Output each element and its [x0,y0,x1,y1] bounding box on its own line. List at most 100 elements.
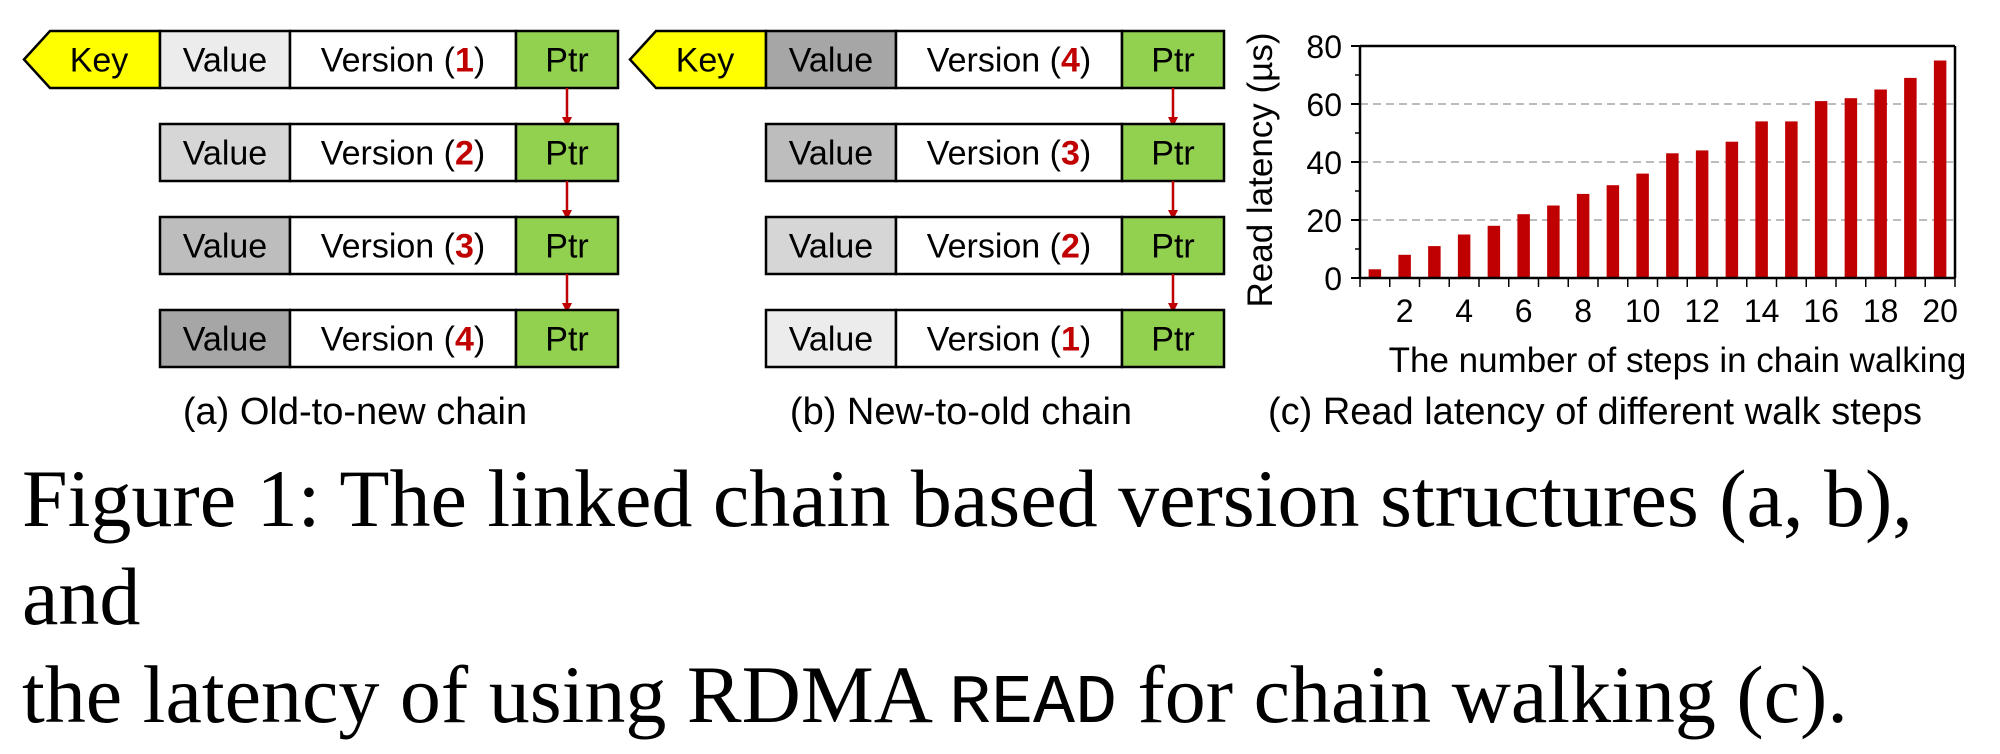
panel-b-version-label-1: Version (4) [927,42,1091,80]
figure-caption-line1: Figure 1: The linked chain based version… [22,453,1913,642]
chart-bar-15 [1785,121,1798,279]
chart-xtick-label-14: 14 [1744,293,1780,329]
chart-bar-7 [1547,205,1560,278]
chart-bar-6 [1517,214,1530,278]
figure-caption-line2-pre: the latency of using RDMA [22,649,949,740]
panel-b-value-label-4: Value [789,321,873,359]
panel-a-ptr-cell-4 [514,308,620,369]
chart-bar-12 [1695,150,1709,278]
panel-a-value-label-4: Value [183,321,267,359]
panel-b-version-suffix-4: ) [1080,321,1091,359]
chart-ytick-label-40: 40 [1306,145,1342,181]
panel-a-ptr-label-4: Ptr [545,321,588,359]
panel-a-key-label: Key [70,42,129,80]
chart-xtick-label-10: 10 [1625,293,1661,329]
panel-b-version-prefix-4: Version ( [927,321,1062,359]
panel-b-version-number-1: 4 [1061,42,1080,80]
figure-caption: Figure 1: The linked chain based version… [22,450,1982,754]
panel-a-version-suffix-2: ) [474,135,485,173]
chart-bar-2 [1398,254,1411,278]
panel-a-value-label-3: Value [183,228,267,266]
panel-b-version-cell-4 [894,308,1124,369]
panel-b-version-suffix-1: ) [1080,42,1091,80]
panel-a-version-number-3: 3 [455,228,474,266]
panel-a-ptr-label-1: Ptr [545,42,588,80]
panel-a-ptr-label-3: Ptr [545,228,588,266]
panel-b-version-cell-2 [894,122,1124,183]
panel-a-version-suffix-4: ) [474,321,485,359]
panel-b-value-label-1: Value [789,42,873,80]
chart-ytick-label-60: 60 [1306,87,1342,123]
panel-b-version-suffix-2: ) [1080,135,1091,173]
panel-a-version-label-3: Version (3) [321,228,485,266]
panel-b-ptr-label-4: Ptr [1151,321,1194,359]
panel-b-version-label-2: Version (3) [927,135,1091,173]
chart-bar-4 [1457,234,1471,278]
panel-b-version-number-2: 3 [1061,135,1080,173]
panel-b-version-prefix-2: Version ( [927,135,1062,173]
panel-b-value-label-3: Value [789,228,873,266]
chart-bar-17 [1844,98,1858,278]
chart-xtick-label-2: 2 [1396,293,1414,329]
panel-a-version-label-1: Version (1) [321,42,485,80]
chart-ytick-label-0: 0 [1324,261,1342,297]
chart-bar-5 [1487,225,1501,278]
panel-a-version-number-4: 4 [455,321,474,359]
chart-ytick-label-80: 80 [1306,29,1342,65]
chart-bar-3 [1428,246,1441,278]
chart-bar-13 [1725,141,1739,278]
panel-b-value-label-2: Value [789,135,873,173]
panel-a-version-cell-1 [288,29,518,90]
chart-bar-8 [1576,193,1590,278]
figure-caption-line2: the latency of using RDMA READ for chain… [22,646,1982,754]
panel-b-version-number-4: 1 [1061,321,1080,359]
panel-b-ptr-label-3: Ptr [1151,228,1194,266]
chart-xtick-label-4: 4 [1455,293,1473,329]
chart-bar-1 [1368,269,1382,278]
panel-b-version-prefix-1: Version ( [927,42,1062,80]
chart-x-axis-label: The number of steps in chain walking [1389,341,1967,380]
chart-bar-16 [1814,101,1828,278]
chart-xtick-label-6: 6 [1515,293,1533,329]
panel-b-ptr-label-2: Ptr [1151,135,1194,173]
panel-b-version-prefix-3: Version ( [927,228,1062,266]
panel-a-version-prefix-3: Version ( [321,228,456,266]
figure-caption-code: READ [948,665,1117,744]
panel-b-value-cell-4 [764,308,898,369]
chart-bar-19 [1904,77,1917,279]
panel-a-version-prefix-1: Version ( [321,42,456,80]
panel-a-value-label-2: Value [183,135,267,173]
panel-a-version-prefix-4: Version ( [321,321,456,359]
chart-bar-20 [1933,60,1947,278]
panel-b-ptr-cell-1 [1120,29,1226,90]
panel-b-version-label-3: Version (2) [927,228,1091,266]
chart-y-axis-label: Read latency (µs) [1241,33,1280,308]
panel-b-version-label-4: Version (1) [927,321,1091,359]
panel-a-value-label-1: Value [183,42,267,80]
chart-bar-9 [1606,185,1620,278]
panel-a-version-suffix-1: ) [474,42,485,80]
panel-c-caption: (c) Read latency of different walk steps [1268,391,1922,433]
panel-a-version-prefix-2: Version ( [321,135,456,173]
panel-a-version-cell-3 [288,215,518,276]
panel-a-version-number-1: 1 [455,42,474,80]
panel-b-ptr-cell-3 [1120,215,1226,276]
panel-b-ptr-cell-2 [1120,122,1226,183]
figure-caption-line2-post: for chain walking (c). [1116,649,1848,740]
panel-b-key-label: Key [676,42,735,80]
panel-b-ptr-label-1: Ptr [1151,42,1194,80]
panel-a-ptr-cell-3 [514,215,620,276]
chart-ytick-label-20: 20 [1306,203,1342,239]
chart-bar-18 [1874,89,1887,278]
panel-a-version-label-4: Version (4) [321,321,485,359]
panel-a-version-number-2: 2 [455,135,474,173]
panel-a-caption: (a) Old-to-new chain [183,391,527,433]
panel-a-ptr-label-2: Ptr [545,135,588,173]
panel-b-ptr-cell-4 [1120,308,1226,369]
chart-bar-11 [1666,153,1679,278]
panel-b-version-suffix-3: ) [1080,228,1091,266]
